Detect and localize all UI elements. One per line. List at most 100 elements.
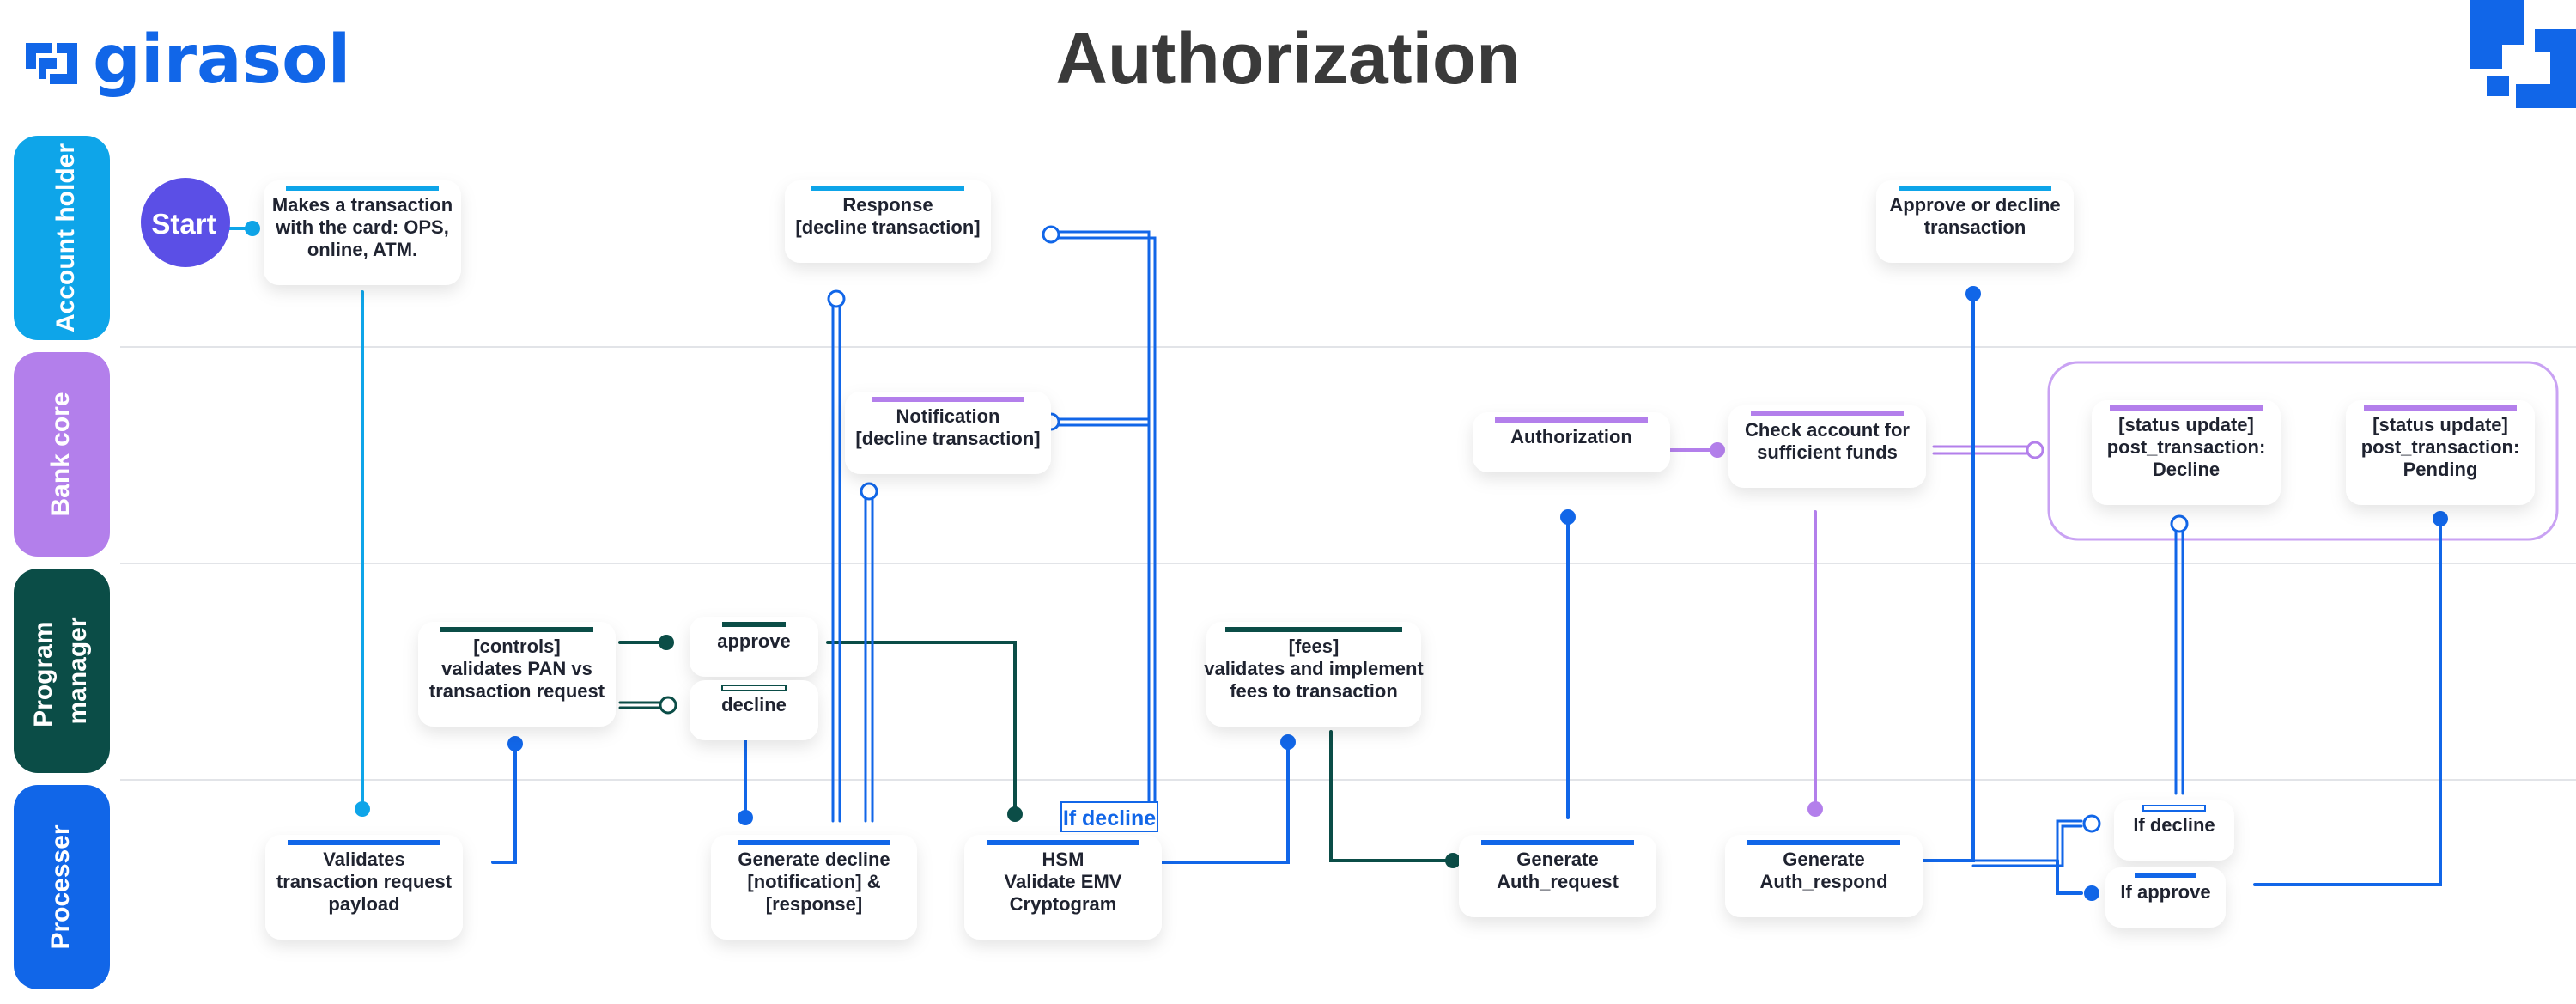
- node-card: [2105, 867, 2226, 928]
- node-card: [2346, 400, 2535, 505]
- node-accent-bar: [1899, 186, 2051, 191]
- node-label: If decline: [2133, 814, 2215, 836]
- node-if-decline-small: If decline: [2114, 800, 2234, 861]
- node-label-line: If approve: [2120, 881, 2210, 903]
- node-label-line: Generate: [1516, 849, 1598, 870]
- node-accent-bar: [721, 685, 787, 691]
- node-label-line: Authorization: [1510, 426, 1632, 447]
- connectors: [225, 227, 2442, 895]
- lane-label-program-manager: Program manager: [29, 614, 92, 727]
- node-status-decline: [status update]post_transaction:Decline: [2092, 400, 2281, 505]
- lane-label-bank-core: Bank core: [46, 392, 75, 516]
- brand-corner-icon: [2470, 0, 2576, 108]
- node-accent-bar: [286, 186, 439, 191]
- node-card: [1206, 622, 1421, 727]
- node-card: [1728, 405, 1926, 488]
- node-label-line: transaction: [1924, 216, 2026, 238]
- node-card: [964, 835, 1162, 940]
- node-label-line: If decline: [2133, 814, 2215, 836]
- node-accent-bar: [288, 840, 440, 845]
- node-label-line: Check account for: [1745, 419, 1910, 441]
- node-accent-bar: [1481, 840, 1634, 845]
- node-label-line: payload: [328, 893, 399, 915]
- node-label-line: [status update]: [2372, 414, 2508, 435]
- node-label-line: Notification: [896, 405, 1000, 427]
- node-accent-bar: [440, 627, 593, 632]
- node-response: Response[decline transaction]: [785, 180, 991, 263]
- lane-label-program-manager-line: manager: [64, 617, 92, 724]
- node-if-approve-small: If approve: [2105, 867, 2226, 928]
- node-label-line: Cryptogram: [1010, 893, 1117, 915]
- node-label-line: with the card: OPS,: [275, 216, 449, 238]
- node-label-line: Pending: [2403, 459, 2478, 480]
- node-label-line: [controls]: [473, 636, 560, 657]
- lane-label-processer: Processer: [46, 824, 75, 949]
- node-label: [status update]post_transaction:Pending: [2361, 414, 2520, 480]
- node-label-line: [decline transaction]: [795, 216, 980, 238]
- node-generate-decline: Generate decline[notification] &[respons…: [711, 835, 917, 940]
- node-accent-bar: [1747, 840, 1900, 845]
- lane-program-manager: Program manager: [14, 569, 110, 773]
- node-label-line: [notification] &: [747, 871, 880, 892]
- node-label: Notification[decline transaction]: [855, 405, 1040, 449]
- logo-text: girasol: [93, 21, 350, 99]
- node-label-line: transaction request: [276, 871, 453, 892]
- node-label-line: Generate decline: [738, 849, 890, 870]
- node-card: [1876, 180, 2074, 263]
- node-label-line: HSM: [1042, 849, 1084, 870]
- start-label: Start: [151, 208, 216, 240]
- node-label-line: Auth_respond: [1759, 871, 1887, 892]
- node-card: [264, 180, 461, 285]
- node-label-line: decline: [721, 694, 787, 715]
- node-label-line: Response: [842, 194, 933, 216]
- node-card: [2092, 400, 2281, 505]
- status-update-group: [2047, 361, 2559, 541]
- node-label-line: sufficient funds: [1757, 441, 1898, 463]
- node-label: Authorization: [1510, 426, 1632, 447]
- node-label: Response[decline transaction]: [795, 194, 980, 238]
- node-status-pending: [status update]post_transaction:Pending: [2346, 400, 2535, 505]
- lane-label-program-manager-line: Program: [29, 621, 58, 727]
- lane-label-account-holder: Account holder: [52, 143, 80, 332]
- node-accent-bar: [1751, 411, 1904, 416]
- node-accent-bar: [1495, 417, 1648, 423]
- node-label: Generate decline[notification] &[respons…: [738, 849, 890, 915]
- node-label-line: [response]: [766, 893, 862, 915]
- node-accent-bar: [2142, 805, 2206, 812]
- node-authorization: Authorization: [1473, 412, 1670, 472]
- node-card: [785, 180, 991, 263]
- node-label-line: [fees]: [1289, 636, 1340, 657]
- node-card: [418, 622, 616, 727]
- node-label-line: Generate: [1783, 849, 1864, 870]
- node-accent-bar: [872, 397, 1024, 402]
- node-notification: Notification[decline transaction]: [845, 392, 1051, 474]
- page-title: Authorization: [1055, 18, 1520, 99]
- node-accent-bar: [738, 840, 890, 845]
- node-card: [2114, 800, 2234, 861]
- node-label-line: transaction request: [429, 680, 605, 702]
- node-label-line: Makes a transaction: [272, 194, 453, 216]
- if-decline-box-label: If decline: [1063, 806, 1156, 831]
- node-card: [690, 617, 818, 677]
- node-label: If approve: [2120, 881, 2210, 903]
- node-approve: approve: [690, 617, 818, 677]
- node-label-line: post_transaction:: [2361, 436, 2520, 458]
- lane-account-holder: Account holder: [14, 136, 110, 340]
- node-accent-bar: [722, 622, 786, 627]
- node-card: [690, 680, 818, 740]
- node-card: [1459, 835, 1656, 917]
- node-accent-bar: [811, 186, 964, 191]
- node-label-line: approve: [717, 630, 791, 652]
